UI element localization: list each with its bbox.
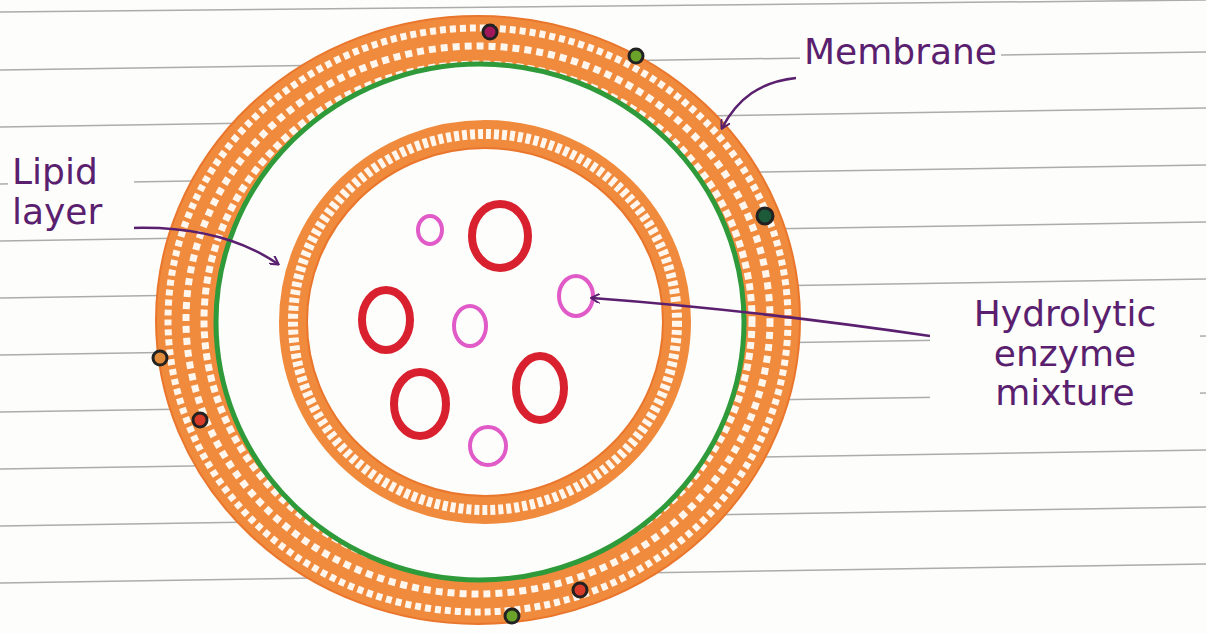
- part-label: Membrane: [800, 30, 1001, 74]
- part-label: Hydrolytic enzyme mixture: [930, 292, 1200, 415]
- part-label: Lipid layer: [8, 150, 134, 233]
